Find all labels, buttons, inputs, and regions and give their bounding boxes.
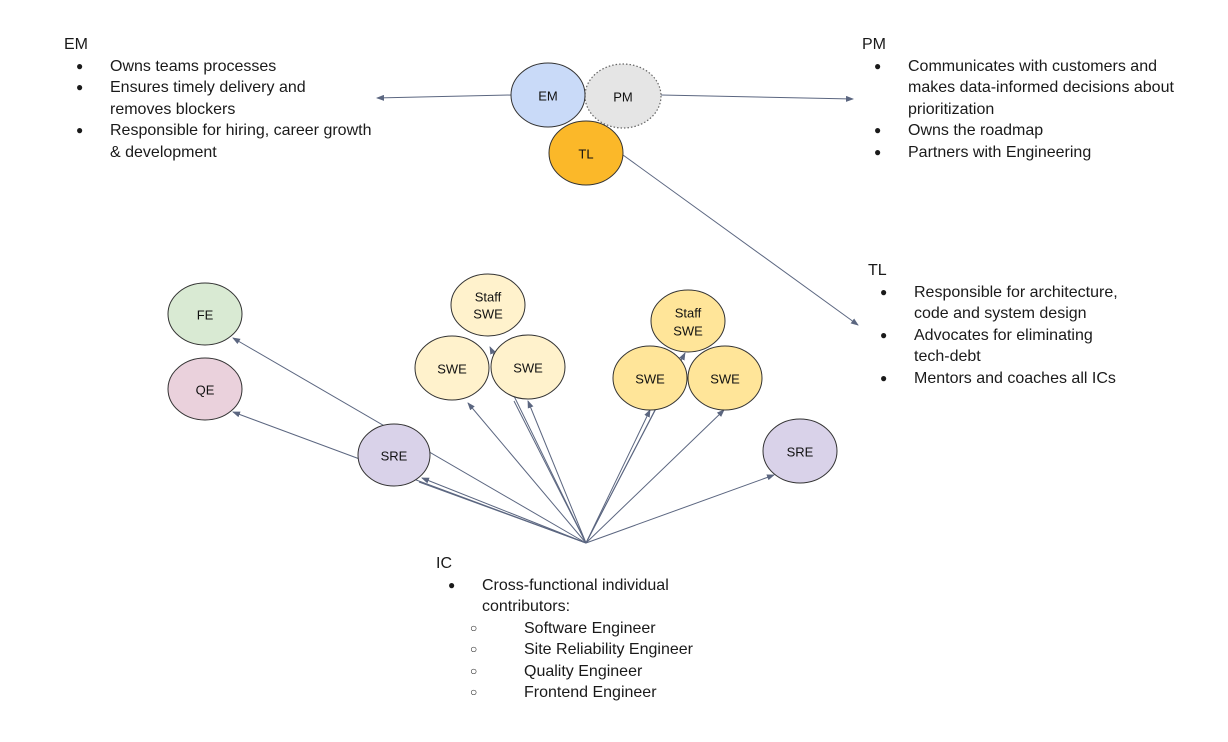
node-swe-a2-shape xyxy=(490,334,566,400)
arrow-ic-to-sre-left-2 xyxy=(418,481,587,544)
node-swe-b2-label: SWE xyxy=(710,372,740,387)
arrow-ic-to-sre-right xyxy=(585,474,775,544)
node-swe-b1[interactable]: SWE xyxy=(612,345,688,411)
node-pm[interactable]: PM xyxy=(584,63,662,129)
node-swe-a2-label: SWE xyxy=(513,361,543,376)
tl-item: Mentors and coaches all ICs xyxy=(868,368,1198,390)
node-staff-swe-b-shape xyxy=(650,289,726,353)
arrow-ic-to-sre-left-1 xyxy=(421,477,587,544)
node-tl-label: TL xyxy=(578,147,593,162)
arrow-pm-to-pm-block xyxy=(660,94,854,102)
node-swe-a1-shape xyxy=(414,335,490,401)
node-fe-shape xyxy=(167,282,243,346)
node-tl-shape xyxy=(548,120,624,186)
node-swe-b1-shape xyxy=(612,345,688,411)
arrow-em-to-em-block xyxy=(376,94,512,101)
tl-title: TL xyxy=(868,262,887,279)
pm-item: Owns the roadmap xyxy=(862,120,1192,142)
node-swe-b2[interactable]: SWE xyxy=(687,345,763,411)
ic-description: IC Cross-functional individual contribut… xyxy=(436,553,766,704)
arrow-tl-to-tl-block xyxy=(622,154,859,326)
node-staff-swe-b-label-line2: SWE xyxy=(673,324,703,339)
ic-item: Cross-functional individual contributors… xyxy=(436,575,766,618)
pm-item: Partners with Engineering xyxy=(862,142,1192,164)
tl-description: TL Responsible for architecture, code an… xyxy=(868,260,1198,389)
ic-role-item: Site Reliability Engineer xyxy=(436,639,766,661)
ic-role-item: Software Engineer xyxy=(436,618,766,640)
node-swe-b1-label: SWE xyxy=(635,372,665,387)
node-tl[interactable]: TL xyxy=(548,120,624,186)
node-staff-swe-a-label-line2: SWE xyxy=(473,307,503,322)
node-pm-label: PM xyxy=(613,90,633,105)
node-fe-label: FE xyxy=(197,308,214,323)
ic-role-list: Software Engineer Site Reliability Engin… xyxy=(436,618,766,704)
arrow-ic-to-swe-b1-1 xyxy=(585,409,651,544)
node-staff-swe-a-label-line1: Staff xyxy=(475,290,502,305)
node-fe[interactable]: FE xyxy=(167,282,243,346)
node-sre-left[interactable]: SRE xyxy=(357,423,431,487)
arrow-ic-to-swe-b2 xyxy=(585,409,725,544)
pm-responsibilities: Communicates with customers and makes da… xyxy=(862,56,1192,164)
ic-role-item: Quality Engineer xyxy=(436,661,766,683)
pm-title: PM xyxy=(862,36,886,53)
node-qe[interactable]: QE xyxy=(167,357,243,421)
em-item: Ensures timely delivery and removes bloc… xyxy=(64,77,350,120)
ic-item-text: Cross-functional individual contributors… xyxy=(482,576,669,616)
node-swe-b2-shape xyxy=(687,345,763,411)
node-qe-shape xyxy=(167,357,243,421)
node-staff-swe-a-shape xyxy=(450,273,526,337)
node-em-label: EM xyxy=(538,89,558,104)
em-description: EM Owns teams processes Ensures timely d… xyxy=(64,34,394,163)
em-item: Responsible for hiring, career growth & … xyxy=(64,120,376,163)
node-swe-a1[interactable]: SWE xyxy=(414,335,490,401)
tl-responsibilities: Responsible for architecture, code and s… xyxy=(868,282,1198,390)
em-title: EM xyxy=(64,36,88,53)
node-sre-left-shape xyxy=(357,423,431,487)
node-sre-right-shape xyxy=(762,418,838,484)
ic-responsibilities: Cross-functional individual contributors… xyxy=(436,575,766,618)
node-qe-label: QE xyxy=(196,383,215,398)
em-responsibilities: Owns teams processes Ensures timely deli… xyxy=(64,56,394,164)
tl-item: Advocates for eliminating tech-debt xyxy=(868,325,1122,368)
arrow-ic-to-swe-a2-2 xyxy=(527,400,587,544)
node-sre-right-label: SRE xyxy=(787,445,814,460)
node-staff-swe-b[interactable]: Staff SWE xyxy=(650,289,726,353)
pm-item: Communicates with customers and makes da… xyxy=(862,56,1176,121)
node-sre-left-label: SRE xyxy=(381,449,408,464)
node-staff-swe-b-label-line1: Staff xyxy=(675,306,702,321)
tl-item: Responsible for architecture, code and s… xyxy=(868,282,1150,325)
node-staff-swe-a[interactable]: Staff SWE xyxy=(450,273,526,337)
node-sre-right[interactable]: SRE xyxy=(762,418,838,484)
pm-description: PM Communicates with customers and makes… xyxy=(862,34,1192,163)
ic-role-item: Frontend Engineer xyxy=(436,682,766,704)
node-em[interactable]: EM xyxy=(510,62,586,128)
arrow-ic-to-swe-a1 xyxy=(467,402,587,544)
em-item: Owns teams processes xyxy=(64,56,394,78)
node-em-shape xyxy=(510,62,586,128)
ic-title: IC xyxy=(436,555,452,572)
node-swe-a2[interactable]: SWE xyxy=(490,334,566,400)
node-swe-a1-label: SWE xyxy=(437,362,467,377)
